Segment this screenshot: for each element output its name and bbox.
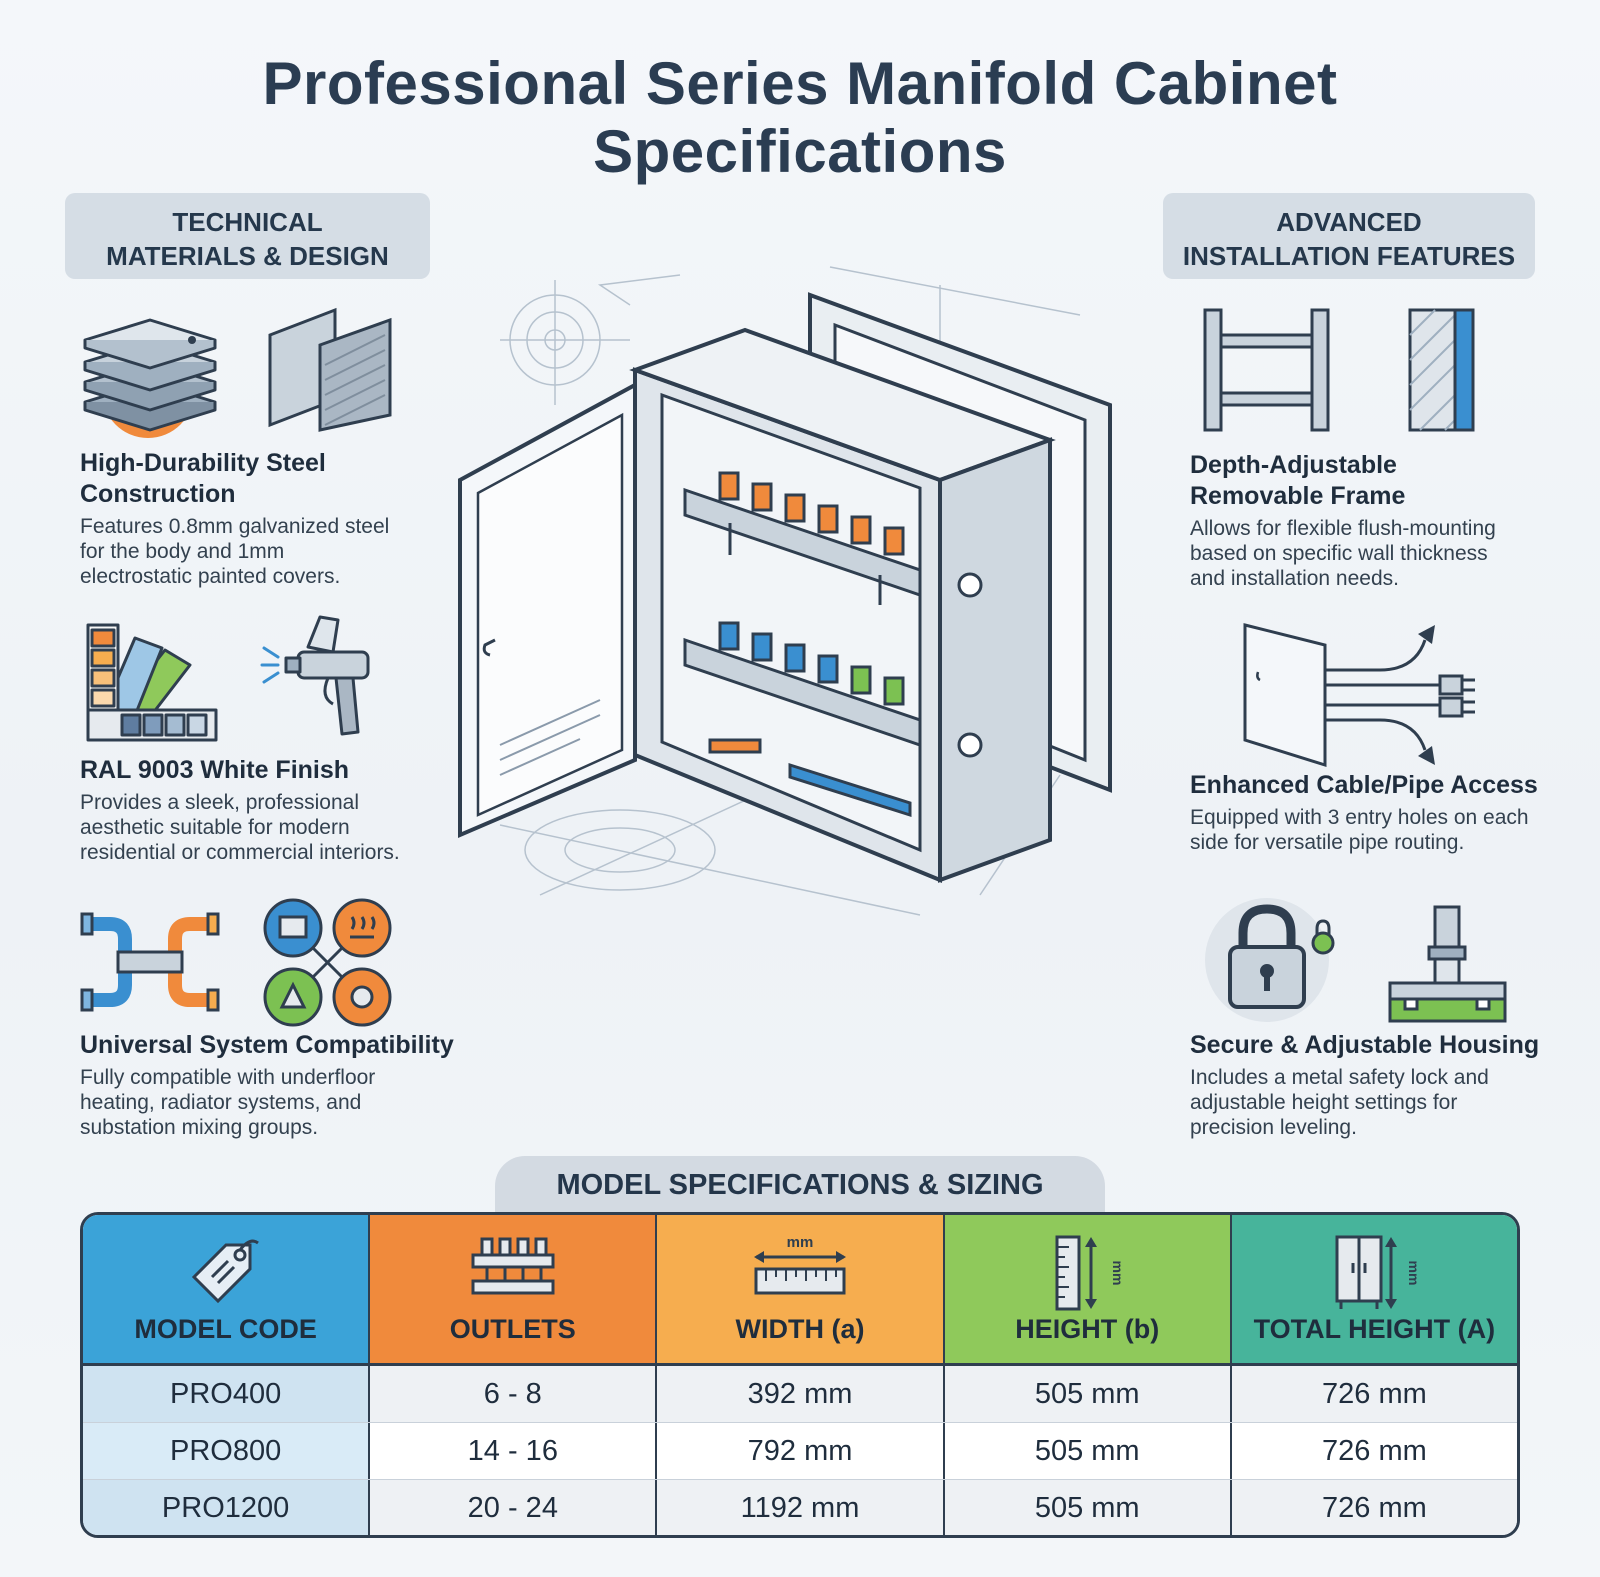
column-label: OUTLETS <box>449 1314 576 1344</box>
column-model-code: MODEL CODE <box>83 1215 371 1363</box>
cell-total-height: 726 mm <box>1231 1480 1517 1535</box>
feature-description: Allows for flexible flush-mounting based… <box>1190 517 1496 590</box>
column-total-height: mm TOTAL HEIGHT (A) <box>1231 1215 1517 1363</box>
ruler-height-icon: mm <box>1055 1235 1126 1311</box>
cabinet-height-icon: mm <box>1335 1235 1419 1309</box>
cell-width: 392 mm <box>657 1366 945 1422</box>
leveling-foot-icon <box>1388 905 1507 1023</box>
column-label: TOTAL HEIGHT (A) <box>1253 1314 1496 1344</box>
cell-height: 505 mm <box>944 1423 1232 1479</box>
feature-title-line: High-Durability Steel <box>80 449 326 477</box>
feature-description: Fully compatible with underfloor heating… <box>80 1066 376 1139</box>
column-height: mm HEIGHT (b) <box>944 1215 1232 1363</box>
feature-system-compatibility: Universal System Compatibility Fully com… <box>80 1030 480 1140</box>
tag-icon <box>191 1239 259 1304</box>
feature-title-line: Universal System Compatibility <box>80 1031 454 1059</box>
steel-layers-icon <box>83 318 217 438</box>
cell-width: 792 mm <box>657 1423 945 1479</box>
table-row: PRO400 6 - 8 392 mm 505 mm 726 mm <box>83 1366 1517 1423</box>
system-network-icon <box>263 898 392 1027</box>
feature-title-line: Depth-Adjustable <box>1190 451 1397 479</box>
left-heading-line2: MATERIALS & DESIGN <box>106 241 389 271</box>
column-label: WIDTH (a) <box>735 1314 865 1344</box>
feature-steel-construction: High-Durability Steel Construction Featu… <box>80 448 440 589</box>
wall-section-icon <box>1408 308 1475 432</box>
table-heading: MODEL SPECIFICATIONS & SIZING <box>495 1156 1105 1216</box>
feature-white-finish: RAL 9003 White Finish Provides a sleek, … <box>80 755 440 865</box>
column-outlets: OUTLETS <box>370 1215 658 1363</box>
color-swatch-icon <box>86 623 218 742</box>
table-header-row: MODEL CODE OUTLETS mm <box>83 1215 1517 1366</box>
feature-title-line: RAL 9003 White Finish <box>80 756 350 784</box>
page-title: Professional Series Manifold Cabinet Spe… <box>0 50 1600 186</box>
left-heading-line1: TECHNICAL <box>172 207 323 237</box>
feature-title-line: Enhanced Cable/Pipe Access <box>1190 771 1538 799</box>
feature-title-line: Construction <box>80 480 236 508</box>
svg-text:mm: mm <box>1406 1261 1419 1286</box>
column-label: MODEL CODE <box>134 1314 317 1344</box>
adjustable-frame-icon <box>1203 308 1330 432</box>
page-title-line1: Professional Series Manifold Cabinet <box>262 50 1338 117</box>
cell-outlets: 14 - 16 <box>370 1423 658 1479</box>
padlock-icon <box>1205 898 1335 1022</box>
feature-secure-housing: Secure & Adjustable Housing Includes a m… <box>1190 1030 1580 1140</box>
feature-title-line: Secure & Adjustable Housing <box>1190 1031 1540 1059</box>
feature-description: Equipped with 3 entry holes on each side… <box>1190 806 1529 854</box>
cell-height: 505 mm <box>944 1480 1232 1535</box>
cell-height: 505 mm <box>944 1366 1232 1422</box>
table-row: PRO1200 20 - 24 1192 mm 505 mm 726 mm <box>83 1480 1517 1535</box>
cell-total-height: 726 mm <box>1231 1366 1517 1422</box>
manifold-icon <box>471 1237 555 1295</box>
column-label: HEIGHT (b) <box>1015 1314 1160 1344</box>
model-specifications-table: MODEL CODE OUTLETS mm <box>80 1212 1520 1538</box>
pipe-connection-icon <box>80 912 220 1012</box>
cell-width: 1192 mm <box>657 1480 945 1535</box>
cell-outlets: 20 - 24 <box>370 1480 658 1535</box>
page-title-line2: Specifications <box>593 118 1007 185</box>
cell-total-height: 726 mm <box>1231 1423 1517 1479</box>
feature-description: Includes a metal safety lock and adjusta… <box>1190 1066 1489 1139</box>
steel-panels-icon <box>268 307 392 432</box>
feature-title-line: Removable Frame <box>1190 482 1406 510</box>
feature-cable-access: Enhanced Cable/Pipe Access Equipped with… <box>1190 770 1590 855</box>
manifold-cabinet-illustration <box>458 266 1112 916</box>
right-section-heading: ADVANCED INSTALLATION FEATURES <box>1163 193 1535 279</box>
cable-entry-icon <box>1243 623 1475 768</box>
svg-text:mm: mm <box>787 1234 814 1251</box>
ruler-width-icon: mm <box>754 1234 846 1295</box>
feature-adjustable-frame: Depth-Adjustable Removable Frame Allows … <box>1190 450 1560 591</box>
table-row: PRO800 14 - 16 792 mm 505 mm 726 mm <box>83 1423 1517 1480</box>
right-heading-line2: INSTALLATION FEATURES <box>1182 241 1516 271</box>
feature-description: Features 0.8mm galvanized steel for the … <box>80 515 390 588</box>
right-heading-line1: ADVANCED <box>1276 207 1422 237</box>
cell-model-code: PRO400 <box>83 1366 371 1422</box>
feature-description: Provides a sleek, professional aesthetic… <box>80 791 400 864</box>
svg-text:mm: mm <box>1110 1261 1126 1286</box>
cell-model-code: PRO800 <box>83 1423 371 1479</box>
column-width: mm WIDTH (a) <box>657 1215 945 1363</box>
spray-gun-icon <box>260 615 370 736</box>
cell-outlets: 6 - 8 <box>370 1366 658 1422</box>
left-section-heading: TECHNICAL MATERIALS & DESIGN <box>65 193 430 279</box>
cell-model-code: PRO1200 <box>83 1480 371 1535</box>
